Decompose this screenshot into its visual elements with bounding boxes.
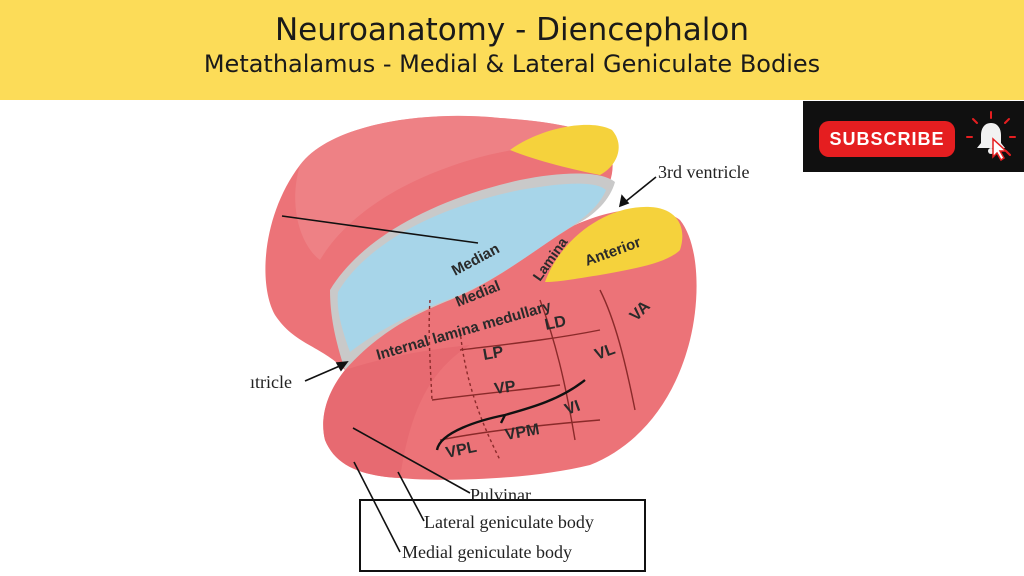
thalamus-diagram: Median Medial Lamina Anterior Internal l… (250, 115, 749, 572)
label-pulvinar: Pulvinar (470, 485, 531, 505)
region-vl: VL (593, 341, 618, 364)
leader-lines (281, 176, 657, 553)
page-title: Neuroanatomy - Diencephalon (274, 12, 749, 48)
region-vpl: VPL (444, 439, 478, 462)
thalamus-body (265, 115, 697, 480)
label-lateral-geniculate: Lateral geniculate body (424, 512, 594, 532)
region-lp: LP (482, 344, 505, 364)
region-ld: LD (543, 313, 567, 334)
page-subtitle: Metathalamus - Medial & Lateral Genicula… (203, 50, 821, 78)
subscribe-button[interactable]: SUBSCRIBE (819, 121, 955, 157)
label-medial-geniculate: Medial geniculate body (402, 542, 572, 562)
region-vp: VP (493, 378, 517, 398)
bell-icon[interactable] (963, 109, 1019, 165)
geniculate-label-box (359, 499, 646, 572)
label-third-ventricle: 3rd ventricle (658, 162, 749, 182)
region-vi: VI (563, 398, 583, 419)
subscribe-banner[interactable]: SUBSCRIBE (803, 101, 1024, 172)
vp-bracket (435, 379, 586, 451)
region-vpm: VPM (504, 421, 541, 444)
title-banner: Neuroanatomy - Diencephalon Metathalamus… (0, 0, 1024, 100)
label-ventricle-partial: ıtricle (250, 372, 292, 392)
nuclei-boundaries (428, 289, 636, 461)
